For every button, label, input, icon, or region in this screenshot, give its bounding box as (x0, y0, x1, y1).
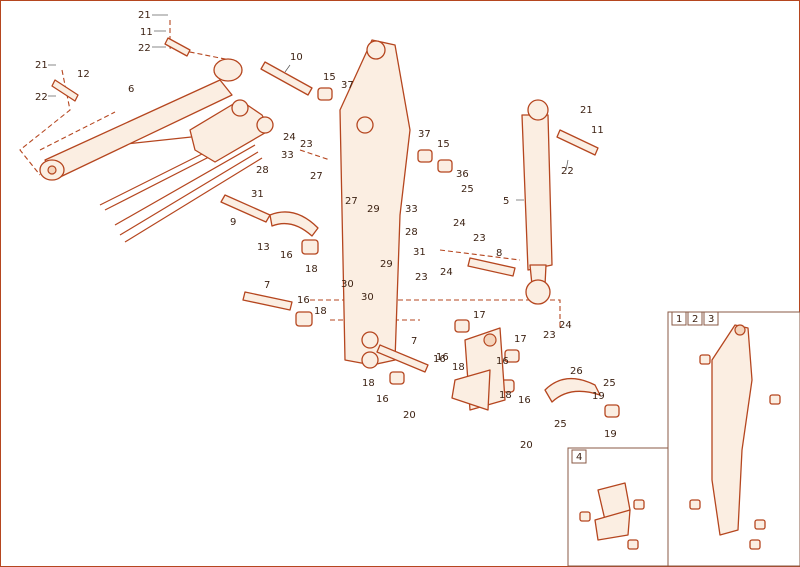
callout: 10 (290, 52, 303, 63)
inset-tab-1: 1 (676, 314, 682, 325)
callout: 30 (341, 279, 354, 290)
callout: 9 (230, 217, 236, 228)
callout: 12 (77, 69, 90, 80)
callout: 13 (257, 242, 270, 253)
callout: 18 (499, 390, 512, 401)
callout: 16 (297, 295, 310, 306)
callout: 16 (280, 250, 293, 261)
callout: 27 (310, 171, 323, 182)
callout: 24 (559, 320, 572, 331)
pins (51, 37, 599, 373)
inset-panel-123: 1 2 3 (667, 311, 800, 567)
callout: 29 (367, 204, 380, 215)
h-link (451, 327, 506, 411)
inset-tab-2: 2 (692, 314, 698, 325)
callout: 22 (561, 166, 574, 177)
callout: 23 (473, 233, 486, 244)
callout: 16 (376, 394, 389, 405)
callout: 30 (361, 292, 374, 303)
dipper-link (189, 99, 274, 163)
callout: 37 (418, 129, 431, 140)
callout: 17 (514, 334, 527, 345)
callout: 25 (603, 378, 616, 389)
callout: 11 (591, 125, 604, 136)
callout: 15 (323, 72, 336, 83)
inset-tab-3: 3 (708, 314, 714, 325)
callout: 18 (452, 362, 465, 373)
callout: 21 (138, 10, 151, 21)
callout: 37 (341, 80, 354, 91)
callout: 20 (520, 440, 533, 451)
callout: 22 (35, 92, 48, 103)
callout: 19 (592, 391, 605, 402)
callout: 18 (314, 306, 327, 317)
bushings (295, 87, 620, 418)
callout: 16 (496, 356, 509, 367)
callout: 33 (281, 150, 294, 161)
cylinder-5 (521, 99, 553, 305)
callout: 15 (437, 139, 450, 150)
callout: 31 (413, 247, 426, 258)
callout: 18 (305, 264, 318, 275)
callout: 17 (473, 310, 486, 321)
callout: 6 (128, 84, 134, 95)
link-13 (269, 211, 319, 237)
link-26 (544, 378, 601, 403)
callout: 26 (570, 366, 583, 377)
callout: 22 (138, 43, 151, 54)
callout: 23 (543, 330, 556, 341)
callout: 33 (405, 204, 418, 215)
callout: 28 (405, 227, 418, 238)
callout: 36 (456, 169, 469, 180)
callout: 7 (411, 336, 417, 347)
callout: 8 (496, 248, 502, 259)
callout: 16 (518, 395, 531, 406)
callout: 29 (380, 259, 393, 270)
callout: 25 (461, 184, 474, 195)
callout: 28 (256, 165, 269, 176)
callout: 19 (604, 429, 617, 440)
callout-labels: 21 11 22 21 12 22 6 10 15 37 24 23 33 28… (35, 10, 617, 451)
callout: 16 (436, 352, 449, 363)
callout: 11 (140, 27, 153, 38)
callout: 23 (415, 272, 428, 283)
callout: 7 (264, 280, 270, 291)
callout: 21 (580, 105, 593, 116)
callout: 23 (300, 139, 313, 150)
callout: 21 (35, 60, 48, 71)
callout: 20 (403, 410, 416, 421)
callout: 24 (453, 218, 466, 229)
callout: 31 (251, 189, 264, 200)
callout: 16 (433, 354, 446, 365)
callout: 18 (362, 378, 375, 389)
leader-lines (48, 14, 569, 201)
callout: 25 (554, 419, 567, 430)
callout: 27 (345, 196, 358, 207)
inset-panel-4: 4 (567, 447, 669, 567)
inset-tab-4: 4 (576, 452, 582, 463)
hydraulic-hoses (19, 20, 561, 330)
callout: 24 (283, 132, 296, 143)
boom (339, 39, 411, 369)
callout: 24 (440, 267, 453, 278)
callout: 5 (503, 196, 509, 207)
cylinder-6 (39, 58, 243, 181)
